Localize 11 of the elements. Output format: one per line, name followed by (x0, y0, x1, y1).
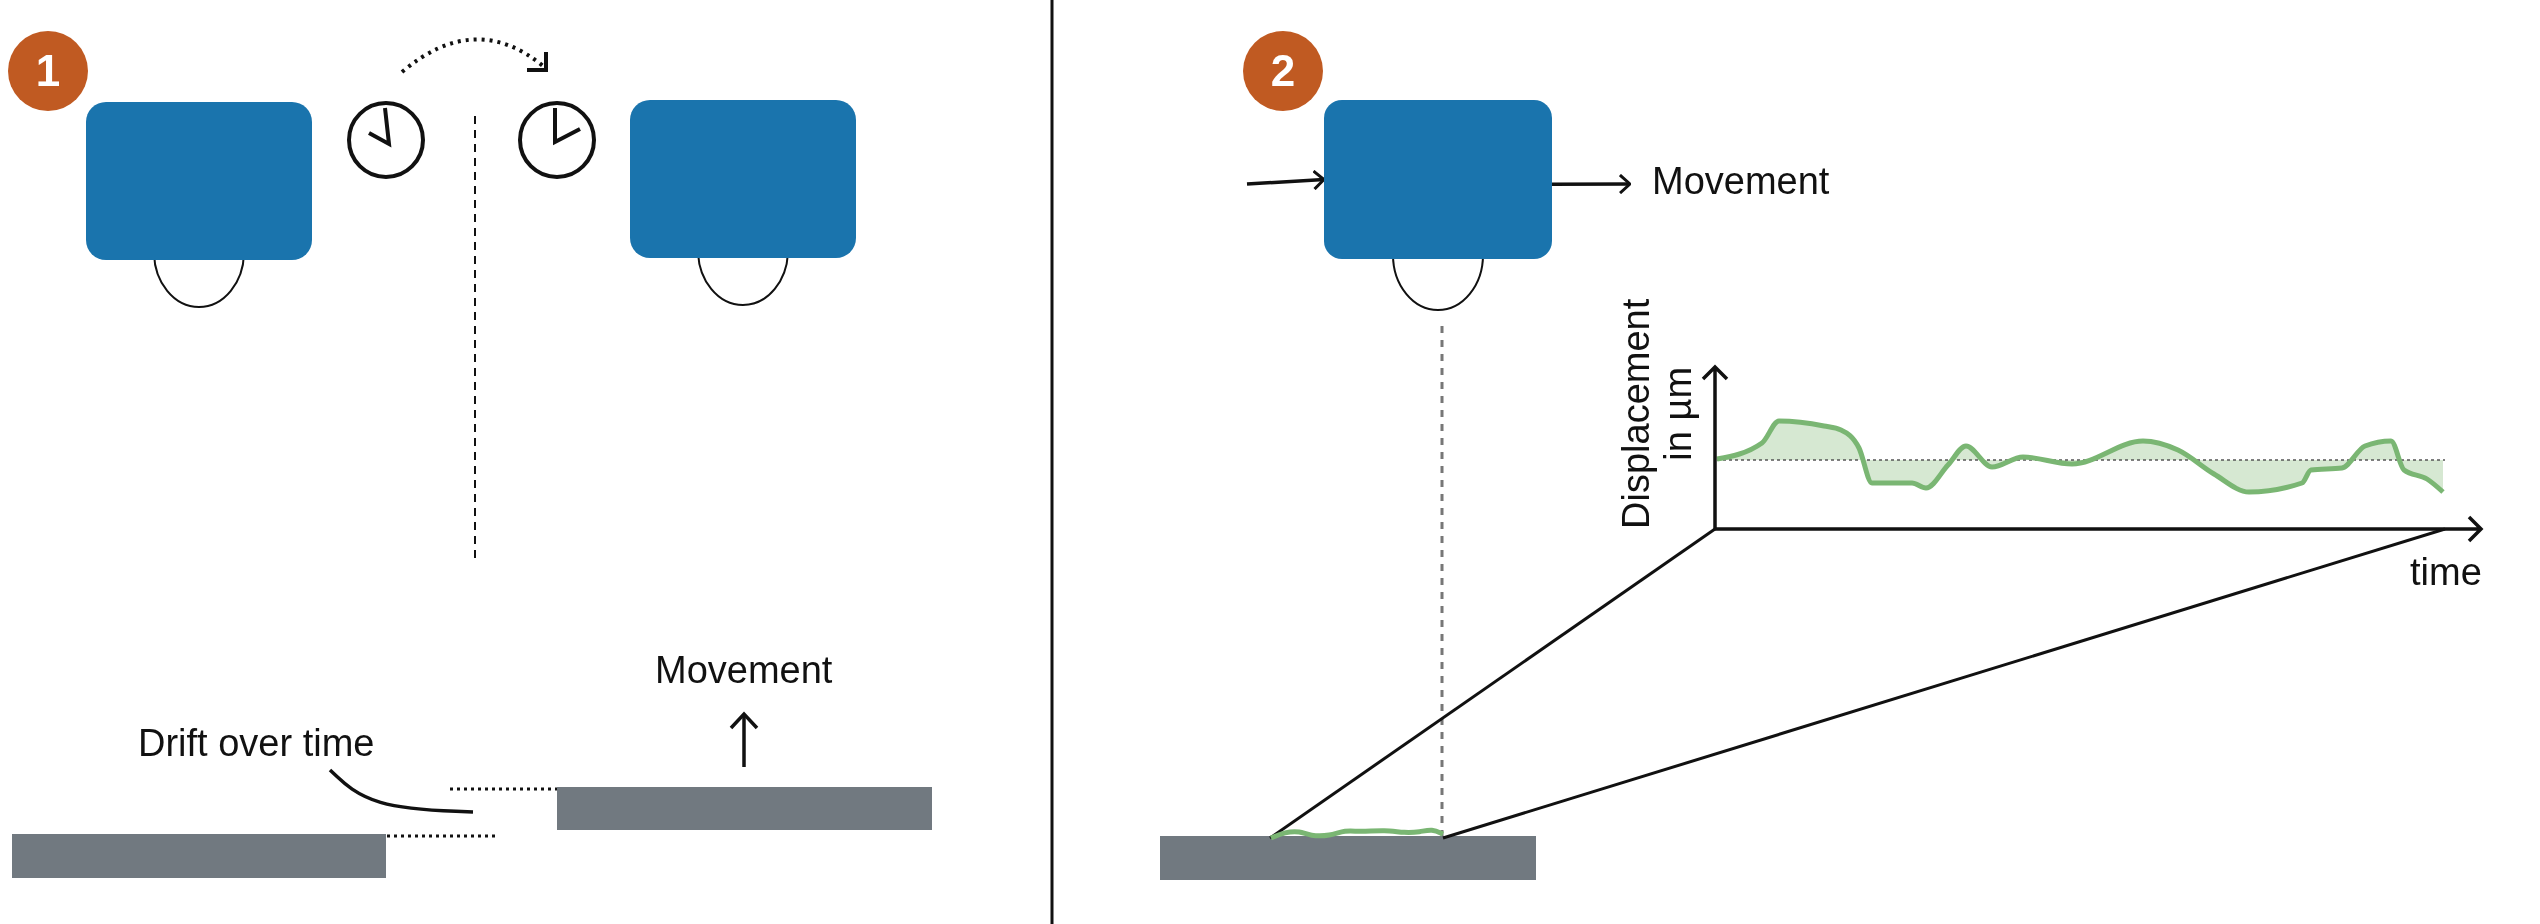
step-number: 2 (1243, 31, 1323, 111)
movement-label: Movement (1630, 160, 1860, 208)
axis-label: Displacement in µm (1616, 297, 1700, 531)
movement-label: Movement (655, 650, 833, 692)
arrow (1246, 169, 1326, 191)
leader-line (328, 768, 474, 814)
arrow (1552, 173, 1632, 195)
step-number: 1 (8, 31, 88, 111)
microscope-body (1324, 100, 1552, 259)
axis-label: time (2410, 552, 2482, 594)
drift-label: Drift over time (138, 722, 438, 770)
